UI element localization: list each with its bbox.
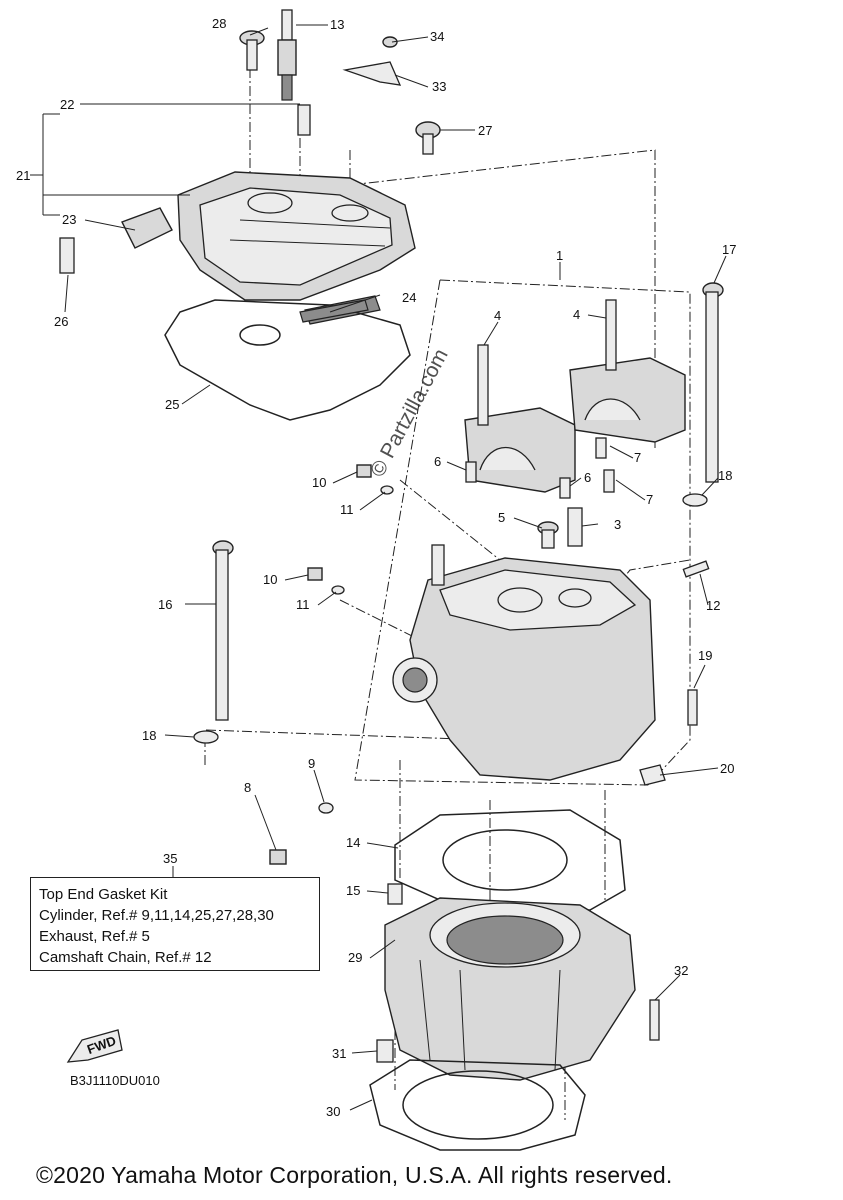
washer-18a — [682, 493, 708, 507]
gasket-kit-title: Top End Gasket Kit — [39, 886, 168, 903]
callout-29: 29 — [348, 950, 362, 965]
cylinder-head — [392, 544, 656, 781]
callout-19: 19 — [698, 648, 712, 663]
head-cover-gasket-hole — [239, 324, 281, 346]
callout-22: 22 — [60, 97, 74, 112]
callout-13: 13 — [330, 17, 344, 32]
callout-numbers: 1 3 4 4 5 6 6 7 7 8 9 10 10 11 11 12 13 … — [16, 16, 736, 1119]
plate-20 — [639, 764, 666, 786]
cylinder-head-gasket — [394, 809, 626, 911]
callout-23: 23 — [62, 212, 76, 227]
cap-bolt-4b — [605, 299, 617, 371]
oring-11a — [380, 485, 394, 495]
plug-10a — [356, 464, 372, 478]
callout-24: 24 — [402, 290, 416, 305]
callout-32: 32 — [674, 963, 688, 978]
cap-bolt-4a — [477, 344, 489, 426]
spark-plug — [277, 9, 297, 101]
oring-9 — [318, 802, 334, 814]
assembly-dash-lines — [204, 50, 691, 1120]
plug-10b — [307, 567, 323, 581]
bolt-27 — [415, 121, 441, 155]
gasket-kit-line: Exhaust, Ref.# 5 — [39, 928, 150, 945]
bolt-19 — [687, 689, 698, 726]
washer-18b — [193, 730, 219, 744]
callout-11: 11 — [340, 502, 354, 517]
callout-14: 14 — [346, 835, 360, 850]
part-26 — [59, 237, 75, 274]
diagram-code: B3J1110DU010 — [70, 1073, 160, 1088]
callout-6: 6 — [584, 470, 591, 485]
leader-lines — [30, 24, 727, 1111]
callout-7: 7 — [646, 492, 653, 507]
callout-8: 8 — [244, 780, 251, 795]
callout-28: 28 — [212, 16, 226, 31]
callout-35: 35 — [163, 851, 178, 866]
callout-4: 4 — [494, 308, 501, 323]
callout-21: 21 — [16, 168, 30, 183]
copyright-notice: ©2020 Yamaha Motor Corporation, U.S.A. A… — [36, 1162, 673, 1188]
callout-3: 3 — [614, 517, 621, 532]
callout-1: 1 — [556, 248, 563, 263]
plug-22 — [297, 104, 311, 136]
callout-4: 4 — [573, 307, 580, 322]
cylinder-base-gasket — [369, 1059, 586, 1151]
dowel-6a — [465, 461, 477, 483]
callout-18: 18 — [718, 468, 732, 483]
bolt-28 — [239, 30, 265, 71]
grommet-23 — [121, 207, 173, 249]
guide-3 — [567, 507, 583, 547]
camshaft-cap-front — [464, 407, 576, 493]
callout-9: 9 — [308, 756, 315, 771]
base-gasket-bore — [402, 1070, 554, 1140]
dowel-6b — [559, 477, 571, 499]
oring-11b — [331, 585, 345, 595]
callout-7: 7 — [634, 450, 641, 465]
cylinder-block — [384, 897, 636, 1081]
stud-17 — [702, 282, 724, 483]
bracket-33 — [342, 36, 402, 86]
gasket-kit-line: Cylinder, Ref.# 9,11,14,25,27,28,30 — [39, 907, 274, 924]
pin-12 — [682, 560, 710, 578]
stud-16 — [212, 540, 234, 721]
callout-25: 25 — [165, 397, 179, 412]
head-cover-gasket — [164, 299, 411, 421]
callout-33: 33 — [432, 79, 446, 94]
callout-10: 10 — [312, 475, 326, 490]
callout-27: 27 — [478, 123, 492, 138]
callout-15: 15 — [346, 883, 360, 898]
callout-34: 34 — [430, 29, 444, 44]
callout-12: 12 — [706, 598, 720, 613]
callout-16: 16 — [158, 597, 172, 612]
callout-26: 26 — [54, 314, 68, 329]
callout-20: 20 — [720, 761, 734, 776]
dowel-7b — [603, 469, 615, 493]
bolt-8 — [269, 849, 287, 865]
bolt-32 — [649, 999, 660, 1041]
callout-6: 6 — [434, 454, 441, 469]
callout-10: 10 — [263, 572, 277, 587]
forward-arrow-icon: FWD — [66, 1029, 123, 1063]
dowel-15 — [387, 883, 403, 905]
dowel-7a — [595, 437, 607, 459]
callout-17: 17 — [722, 242, 736, 257]
callout-11: 11 — [296, 597, 310, 612]
head-gasket-bore — [442, 829, 568, 891]
gasket-kit-line: Camshaft Chain, Ref.# 12 — [39, 949, 212, 966]
callout-30: 30 — [326, 1104, 340, 1119]
callout-31: 31 — [332, 1046, 346, 1061]
bolt-5 — [537, 521, 559, 549]
dowel-31 — [376, 1039, 394, 1063]
gasket-kit-box: Top End Gasket Kit Cylinder, Ref.# 9,11,… — [30, 877, 320, 971]
camshaft-cap-rear — [569, 357, 686, 443]
callout-5: 5 — [498, 510, 505, 525]
callout-18: 18 — [142, 728, 156, 743]
